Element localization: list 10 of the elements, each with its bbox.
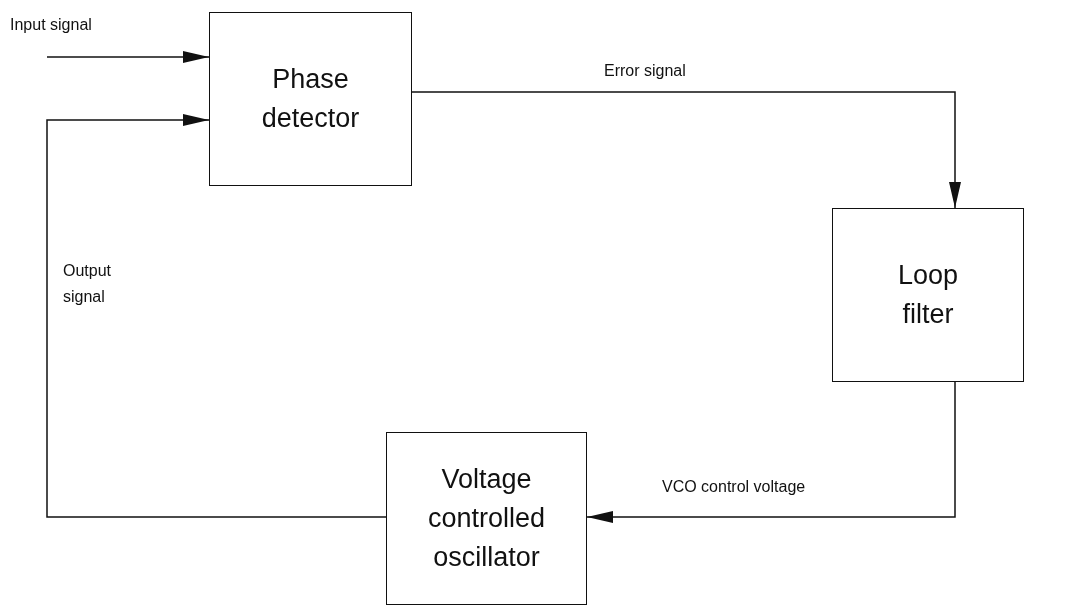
arrow bbox=[586, 381, 956, 523]
block-box bbox=[832, 208, 1024, 382]
block-box bbox=[209, 12, 412, 186]
block-label: Loop filter bbox=[896, 258, 960, 331]
arrow bbox=[46, 114, 387, 518]
block-label: Phase detector bbox=[260, 62, 361, 135]
arrow bbox=[411, 91, 961, 209]
block-box bbox=[386, 432, 587, 605]
arrow bbox=[46, 51, 210, 63]
block-label: Voltage controlled oscillator bbox=[426, 462, 547, 575]
